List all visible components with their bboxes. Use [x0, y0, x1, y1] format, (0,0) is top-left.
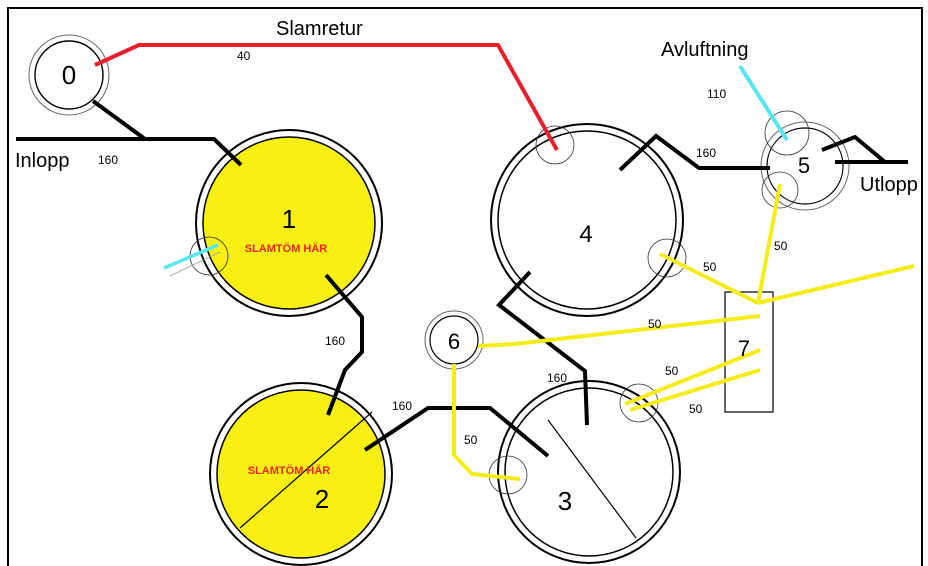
tank-3: [497, 380, 681, 564]
size-1-2: 160: [325, 334, 345, 348]
tank-6-number: 6: [448, 329, 460, 354]
pipe-3-to-7-upper: [624, 348, 761, 406]
size-2-3: 160: [392, 399, 412, 413]
tank-3-number: 3: [558, 486, 572, 516]
pipe-1-to-2: [324, 273, 364, 416]
outlet-label: Utlopp: [860, 174, 918, 196]
size-3-4: 160: [547, 371, 567, 385]
diagram-frame: [7, 7, 923, 566]
size-slamretur: 40: [237, 49, 251, 63]
connector-4-right: [647, 238, 687, 278]
tank-0-outlet-pipe: [91, 99, 147, 141]
tank-1-number: 1: [282, 204, 296, 234]
tank-4-number: 4: [579, 221, 592, 248]
sludge-return-label: Slamretur: [276, 18, 363, 40]
pipe-6-to-3: [452, 364, 521, 481]
vent-label: Avluftning: [661, 39, 748, 61]
size-3-7-lower: 50: [689, 402, 703, 416]
vent-pipe-tank-1: [163, 243, 219, 270]
size-3-7-upper: 50: [665, 364, 679, 378]
inlet-pipe: [16, 137, 243, 167]
size-inlopp: 160: [98, 153, 118, 167]
size-5-7: 50: [774, 239, 788, 253]
connector-4-top: [535, 125, 575, 165]
tank-4: [490, 123, 684, 317]
tank-1: [195, 129, 383, 317]
vent-pipe-tank-1-outline: [169, 251, 221, 277]
pipe-3-to-7-lower: [629, 368, 761, 412]
box-7-number: 7: [738, 336, 750, 361]
pipe-4-to-5: [618, 133, 770, 172]
tank-0-number: 0: [62, 60, 76, 90]
pipe-6-to-7: [477, 314, 761, 348]
pipe-5-to-7: [756, 183, 782, 304]
tank-5-number: 5: [798, 153, 810, 178]
sludge-return-pipe: [94, 43, 559, 151]
box-7: [724, 291, 774, 413]
tank-2: [209, 382, 393, 566]
size-avluftning: 110: [707, 87, 726, 101]
tank-2-number: 2: [315, 484, 329, 514]
size-6-7: 50: [648, 317, 662, 331]
size-6-3: 50: [464, 433, 478, 447]
connector-5-bottom: [761, 171, 799, 209]
inlet-label: Inlopp: [15, 150, 70, 172]
tank-0: [28, 34, 110, 116]
size-4-7: 50: [703, 260, 717, 274]
size-4-5: 160: [696, 146, 716, 160]
tank-1-sludge-note: SLAMTÖM HÄR: [245, 242, 328, 255]
pipe-3-to-4: [496, 270, 589, 426]
connector-5-top: [764, 110, 810, 156]
tank-2-sludge-note: SLAMTÖM HÄR: [248, 464, 331, 477]
vent-pipe: [738, 64, 789, 142]
pipe-4-to-7: [659, 252, 759, 305]
pipe-2-to-3: [363, 406, 550, 458]
pipe-7-to-right: [757, 264, 915, 305]
